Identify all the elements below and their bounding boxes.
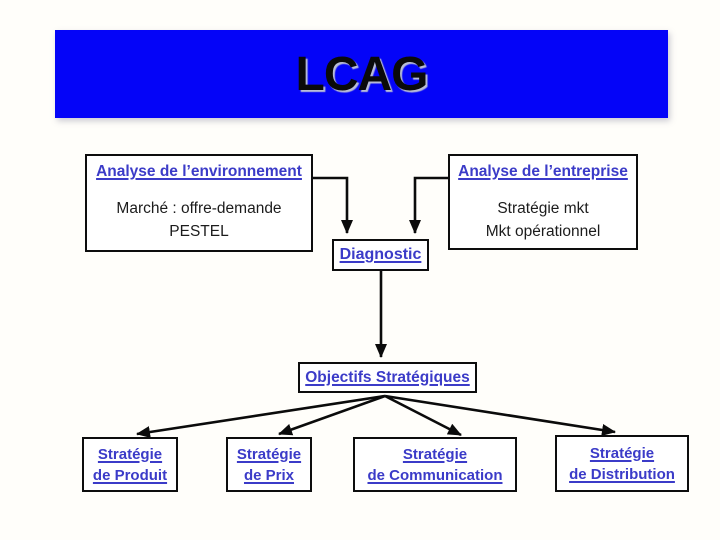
entreprise-line-mkt-operationnel: Mkt opérationnel [485, 223, 601, 240]
environnement-line-pestel: PESTEL [169, 223, 229, 240]
box-strategie-produit: Stratégie de Produit [82, 437, 178, 492]
strategie-produit-line1: Stratégie [97, 445, 163, 463]
connector-env-elbow [312, 176, 353, 234]
connector-objectives-to-communication [384, 394, 462, 437]
connector-ent-elbow [409, 176, 449, 234]
strategie-communication-line2: de Communication [367, 466, 503, 484]
box-strategie-distribution: Stratégie de Distribution [555, 435, 689, 492]
box-analyse-environnement: Analyse de l’environnement Marché : offr… [85, 154, 313, 252]
environnement-line-marche: Marché : offre-demande [116, 200, 282, 217]
entreprise-line-strategie-mkt: Stratégie mkt [497, 200, 589, 217]
analyse-entreprise-heading: Analyse de l’entreprise [458, 163, 628, 180]
box-strategie-communication: Stratégie de Communication [353, 437, 517, 492]
slide-title: LCAG [295, 47, 429, 101]
analyse-environnement-body: Marché : offre-demande PESTEL [87, 197, 311, 243]
box-analyse-entreprise: Analyse de l’entreprise Stratégie mkt Mk… [448, 154, 638, 250]
strategie-distribution-line1: Stratégie [589, 444, 655, 462]
objectifs-strategiques-heading: Objectifs Stratégiques [305, 368, 470, 386]
analyse-entreprise-body: Stratégie mkt Mkt opérationnel [450, 197, 636, 243]
analyse-environnement-heading: Analyse de l’environnement [96, 163, 302, 180]
strategie-produit-line2: de Produit [92, 466, 168, 484]
box-strategie-prix: Stratégie de Prix [226, 437, 312, 492]
box-diagnostic: Diagnostic [332, 239, 429, 271]
strategie-prix-line1: Stratégie [236, 445, 302, 463]
strategie-communication-line1: Stratégie [402, 445, 468, 463]
strategie-distribution-line2: de Distribution [569, 465, 675, 483]
connector-objectives-to-produit [136, 394, 386, 438]
connector-objectives-to-distribution [384, 394, 616, 436]
title-banner: LCAG [55, 30, 668, 118]
diagnostic-heading: Diagnostic [339, 246, 422, 263]
box-objectifs-strategiques: Objectifs Stratégiques [298, 362, 477, 393]
connector-objectives-to-prix [278, 394, 386, 436]
strategie-prix-line2: de Prix [243, 466, 295, 484]
